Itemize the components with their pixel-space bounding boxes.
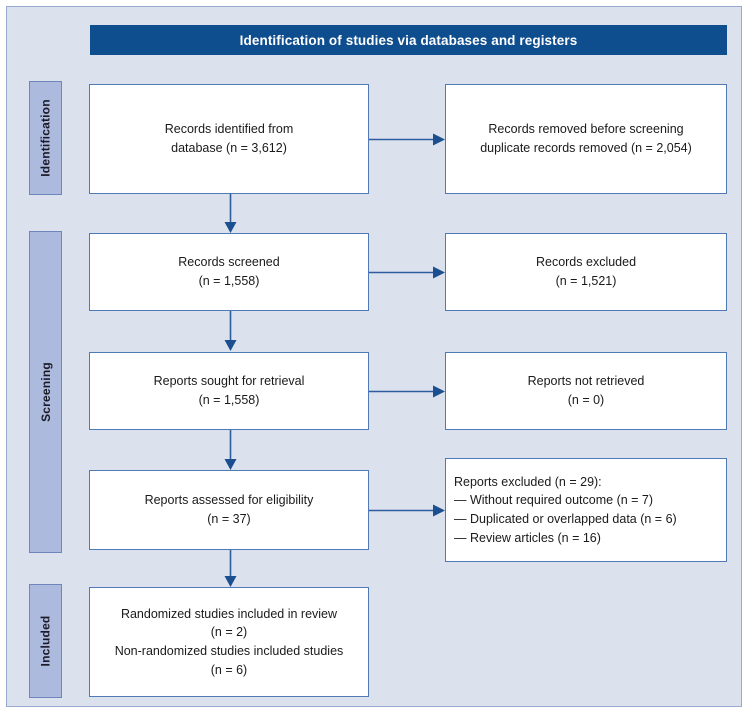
box-reports-not-retrieved-text: Reports not retrieved (n = 0)	[527, 374, 645, 407]
box-reports-excluded-reasons: Reports excluded (n = 29): — Without req…	[445, 458, 727, 562]
stage-bar-included: Included	[29, 584, 62, 698]
box-reports-excluded-reasons-text: Reports excluded (n = 29): — Without req…	[454, 474, 677, 545]
stage-label-included: Included	[38, 615, 53, 667]
box-studies-included-text: Randomized studies included in review (n…	[114, 606, 344, 677]
box-reports-assessed: Reports assessed for eligibility (n = 37…	[89, 470, 369, 550]
arrow-sought-to-not-retrieved	[369, 383, 447, 400]
diagram-title: Identification of studies via databases …	[239, 32, 578, 48]
stage-label-screening: Screening	[38, 362, 53, 422]
box-reports-sought-text: Reports sought for retrieval (n = 1,558)	[153, 374, 305, 407]
box-reports-sought: Reports sought for retrieval (n = 1,558)	[89, 352, 369, 430]
diagram-title-bar: Identification of studies via databases …	[90, 25, 727, 55]
box-reports-assessed-text: Reports assessed for eligibility (n = 37…	[144, 493, 314, 526]
box-records-excluded: Records excluded (n = 1,521)	[445, 233, 727, 311]
box-reports-not-retrieved: Reports not retrieved (n = 0)	[445, 352, 727, 430]
box-records-screened: Records screened (n = 1,558)	[89, 233, 369, 311]
stage-bar-screening: Screening	[29, 231, 62, 553]
arrow-identified-to-screened	[222, 194, 239, 234]
arrow-screened-to-sought	[222, 311, 239, 352]
box-records-excluded-text: Records excluded (n = 1,521)	[535, 255, 637, 288]
stage-bar-identification: Identification	[29, 81, 62, 195]
box-records-identified-text: Records identified from database (n = 3,…	[164, 122, 294, 155]
box-studies-included: Randomized studies included in review (n…	[89, 587, 369, 697]
box-records-screened-text: Records screened (n = 1,558)	[178, 255, 280, 288]
stage-label-identification: Identification	[38, 99, 53, 177]
arrow-assessed-to-reports-excluded	[369, 502, 447, 519]
box-records-identified: Records identified from database (n = 3,…	[89, 84, 369, 194]
box-records-removed: Records removed before screening duplica…	[445, 84, 727, 194]
box-records-removed-text: Records removed before screening duplica…	[480, 122, 692, 155]
arrow-screened-to-excluded	[369, 264, 447, 281]
arrow-identified-to-removed	[369, 131, 447, 148]
arrow-assessed-to-included	[222, 550, 239, 588]
arrow-sought-to-assessed	[222, 430, 239, 471]
